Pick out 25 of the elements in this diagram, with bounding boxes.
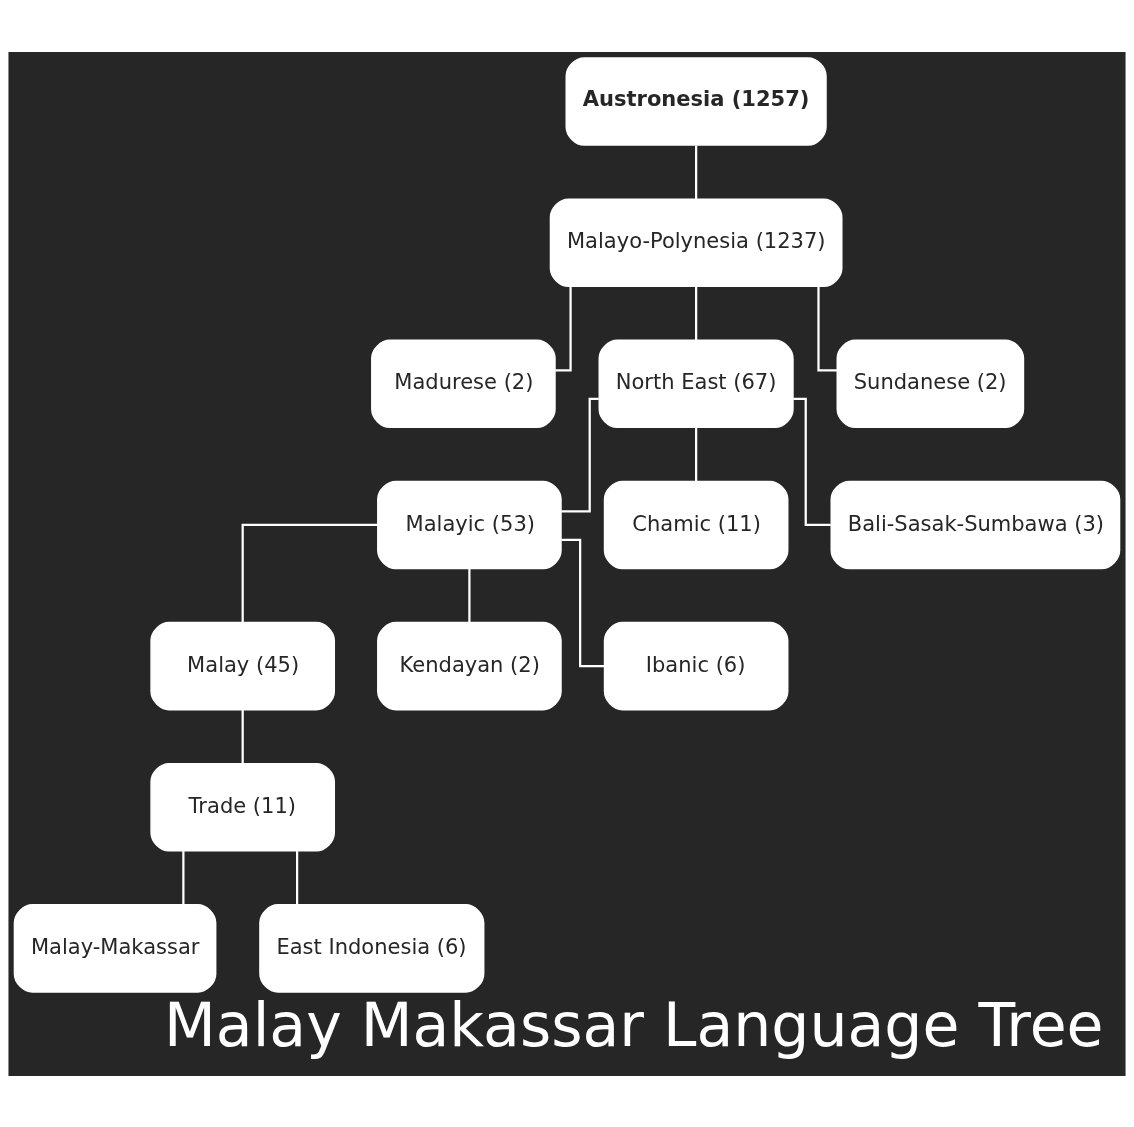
node-box: Kendayan (2) bbox=[377, 621, 562, 710]
connector bbox=[241, 523, 378, 622]
connector bbox=[793, 397, 831, 526]
node-box: East Indonesia (6) bbox=[259, 903, 485, 993]
connector bbox=[555, 286, 572, 371]
node-box: Malay-Makassar bbox=[13, 903, 217, 993]
node-box: Malayic (53) bbox=[377, 480, 562, 569]
node-box: Madurese (2) bbox=[371, 339, 556, 428]
node-box: Chamic (11) bbox=[603, 480, 789, 569]
connector bbox=[695, 144, 698, 199]
connector bbox=[695, 427, 698, 481]
connector bbox=[695, 286, 698, 340]
connector bbox=[296, 850, 299, 904]
node-box: Austronesia (1257) bbox=[565, 56, 827, 146]
node-box: Bali-Sasak-Sumbawa (3) bbox=[830, 480, 1121, 569]
connector bbox=[468, 568, 471, 622]
node-box: Malayo-Polynesia (1237) bbox=[549, 197, 843, 287]
node-box: North East (67) bbox=[598, 339, 794, 428]
connector bbox=[182, 850, 185, 904]
node-box: Malay (45) bbox=[150, 621, 335, 710]
connector bbox=[561, 397, 599, 513]
connector bbox=[241, 709, 244, 763]
node-box: Ibanic (6) bbox=[603, 621, 789, 710]
node-box: Trade (11) bbox=[150, 762, 335, 852]
node-box: Sundanese (2) bbox=[836, 339, 1025, 428]
